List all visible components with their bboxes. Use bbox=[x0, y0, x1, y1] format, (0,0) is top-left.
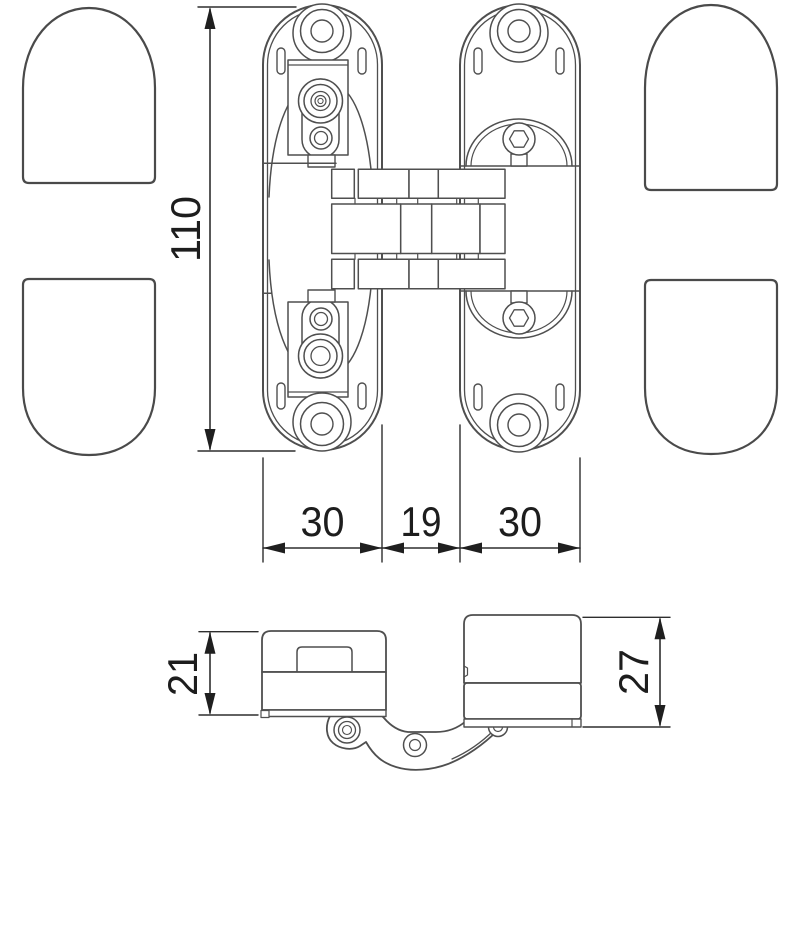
lock-screw-top-hole bbox=[315, 132, 328, 145]
bottom-screw-head bbox=[301, 403, 344, 446]
knuckle-top-seg-2 bbox=[358, 169, 409, 198]
knuckle-mid-seg-4 bbox=[480, 204, 505, 254]
tab-bottom bbox=[511, 291, 527, 303]
hex-socket-bottom bbox=[510, 310, 529, 326]
right-mounting-plate bbox=[460, 4, 580, 452]
arrowhead-down bbox=[654, 705, 666, 727]
slot-top-left bbox=[474, 48, 482, 74]
slot-top-left bbox=[277, 48, 285, 74]
tab-bottom bbox=[308, 290, 335, 302]
left-body-base-strip bbox=[262, 710, 386, 717]
dimension-label-21: 21 bbox=[159, 652, 206, 696]
knuckle-mid-seg-1 bbox=[332, 204, 401, 254]
dimension-label-27: 27 bbox=[610, 649, 657, 695]
pivot-center-hole bbox=[410, 740, 421, 751]
dimension-height-110: 110 bbox=[162, 7, 296, 451]
dimension-label-30-left: 30 bbox=[301, 498, 345, 545]
knuckle-bot-seg-3 bbox=[409, 259, 438, 288]
bottom-screw-hole bbox=[508, 414, 530, 436]
slot-bottom-left bbox=[277, 383, 285, 409]
adjuster-screw-socket bbox=[315, 96, 326, 107]
lock-screw-bottom-outer bbox=[310, 308, 332, 330]
dimension-depth-27: 27 bbox=[583, 617, 670, 727]
hex-screw-top bbox=[503, 123, 535, 155]
right-body-upper bbox=[464, 615, 581, 683]
adjuster-boss-top bbox=[299, 79, 343, 123]
knuckle-bot-seg-2 bbox=[358, 259, 409, 288]
left-body-lower bbox=[262, 672, 386, 710]
bottom-screw-hole bbox=[311, 413, 333, 435]
dimension-label-110: 110 bbox=[162, 196, 209, 262]
pivot-center-outer bbox=[404, 734, 427, 757]
knuckle-top-seg-4 bbox=[438, 169, 505, 198]
right-body-lower bbox=[464, 683, 581, 719]
top-screw-head bbox=[498, 10, 541, 53]
knuckle-strip-ticks bbox=[355, 198, 478, 259]
left-body-tab bbox=[297, 647, 352, 672]
slot-bottom-right bbox=[556, 384, 564, 410]
bottom-screw-head bbox=[498, 404, 541, 447]
dimension-arrowheads bbox=[263, 542, 580, 554]
knuckle-bot-seg-1 bbox=[332, 259, 355, 288]
tab-top bbox=[511, 154, 527, 166]
hex-screw-bottom bbox=[503, 302, 535, 334]
knuckle-mid-seg-3 bbox=[432, 204, 480, 254]
left-mounting-plate bbox=[263, 4, 382, 451]
lock-screw-top-outer bbox=[310, 127, 332, 149]
arrowhead-up bbox=[204, 631, 216, 654]
hex-socket-top bbox=[510, 131, 529, 147]
hinge-knuckle bbox=[332, 169, 505, 288]
right-body-edge-notch bbox=[464, 666, 468, 677]
side-left-body bbox=[261, 631, 386, 718]
slot-top-right bbox=[556, 48, 564, 74]
door-section-bottom-left bbox=[23, 279, 155, 455]
arrowhead-down bbox=[204, 693, 216, 715]
lock-screw-bottom-hole bbox=[315, 313, 328, 326]
knuckle-mid-seg-2 bbox=[401, 204, 432, 254]
hinge-front-view bbox=[263, 4, 580, 452]
adjuster-screw-bottom-hole bbox=[311, 347, 330, 366]
arrowhead-up bbox=[204, 7, 216, 29]
knuckle-top-seg-3 bbox=[409, 169, 438, 198]
dimension-label-19: 19 bbox=[401, 498, 442, 545]
left-body-base-notch bbox=[261, 711, 269, 718]
arrowhead-up bbox=[654, 617, 666, 640]
pivot-left-hole bbox=[343, 726, 352, 735]
slot-bottom-right bbox=[358, 383, 366, 409]
top-screw-hole bbox=[311, 20, 333, 42]
adjuster-screw-outer bbox=[304, 85, 337, 118]
side-right-body bbox=[464, 615, 581, 727]
door-sections bbox=[23, 5, 777, 455]
dimension-depth-21: 21 bbox=[159, 632, 258, 715]
arrowhead-down bbox=[204, 429, 216, 451]
pivot-left-mid bbox=[339, 722, 356, 739]
knuckle-bot-seg-4 bbox=[438, 259, 505, 288]
dimension-label-30-right: 30 bbox=[498, 498, 542, 545]
adjuster-boss-bottom bbox=[299, 334, 343, 378]
adjuster-screw-bottom-outer bbox=[304, 340, 337, 373]
knuckle-top-seg-1 bbox=[332, 169, 355, 198]
right-body-base-strip bbox=[464, 719, 581, 727]
top-screw-head bbox=[301, 10, 344, 53]
dimension-widths: 30 19 30 bbox=[263, 425, 580, 562]
door-section-bottom-right bbox=[645, 280, 777, 454]
slot-top-right bbox=[358, 48, 366, 74]
door-section-top-right bbox=[645, 5, 777, 190]
hinge-side-view bbox=[261, 615, 581, 770]
slot-bottom-left bbox=[474, 384, 482, 410]
door-section-top-left bbox=[23, 8, 155, 183]
adjuster-screw-center bbox=[318, 98, 323, 103]
top-screw-hole bbox=[508, 20, 530, 42]
adjuster-screw-mid bbox=[311, 92, 330, 111]
tab-top bbox=[308, 155, 335, 167]
